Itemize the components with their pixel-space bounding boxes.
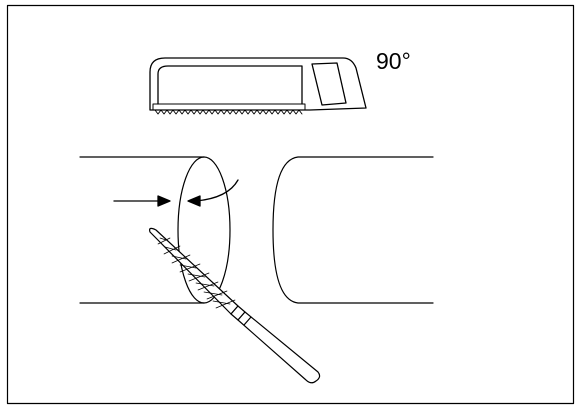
right-pipe-icon [272, 156, 434, 304]
angle-label: 90° [376, 48, 411, 74]
left-pipe-icon [79, 156, 231, 304]
hacksaw-icon [149, 57, 367, 115]
curved-arrow-icon [187, 179, 239, 207]
diagram-border [6, 4, 575, 405]
deburring-file-icon [149, 227, 321, 384]
cut-end-ellipse [177, 156, 231, 304]
arrow-icon [113, 195, 171, 207]
